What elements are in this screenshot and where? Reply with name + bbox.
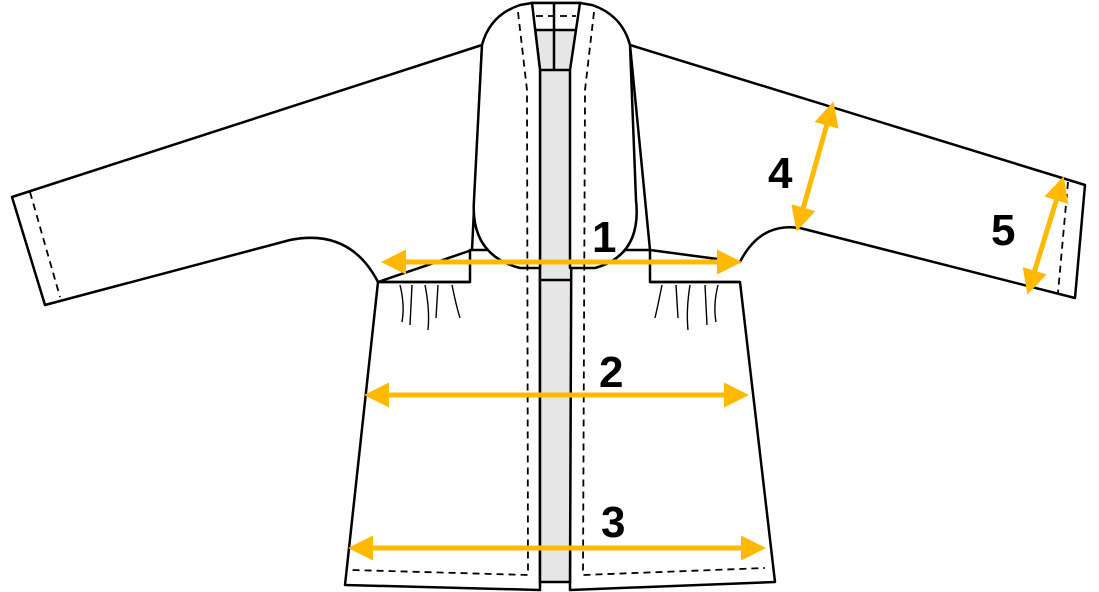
arrow-5 bbox=[1022, 176, 1069, 295]
jacket-body bbox=[343, 248, 542, 592]
left-lapel bbox=[472, 1, 542, 270]
label-1: 1 bbox=[592, 213, 616, 262]
left-sleeve bbox=[10, 43, 484, 307]
left-gathers bbox=[399, 284, 461, 331]
label-3: 3 bbox=[601, 498, 625, 547]
label-5: 5 bbox=[991, 206, 1015, 255]
measurement-arrows bbox=[348, 101, 1069, 561]
right-front-stitch bbox=[582, 11, 766, 576]
label-4: 4 bbox=[768, 149, 793, 198]
right-gathers bbox=[654, 284, 719, 331]
arrow-4 bbox=[791, 101, 839, 232]
label-2: 2 bbox=[599, 348, 623, 397]
left-cuff-seam bbox=[29, 191, 61, 298]
back-seam-lines bbox=[538, 3, 574, 282]
left-front-stitch bbox=[351, 11, 529, 576]
